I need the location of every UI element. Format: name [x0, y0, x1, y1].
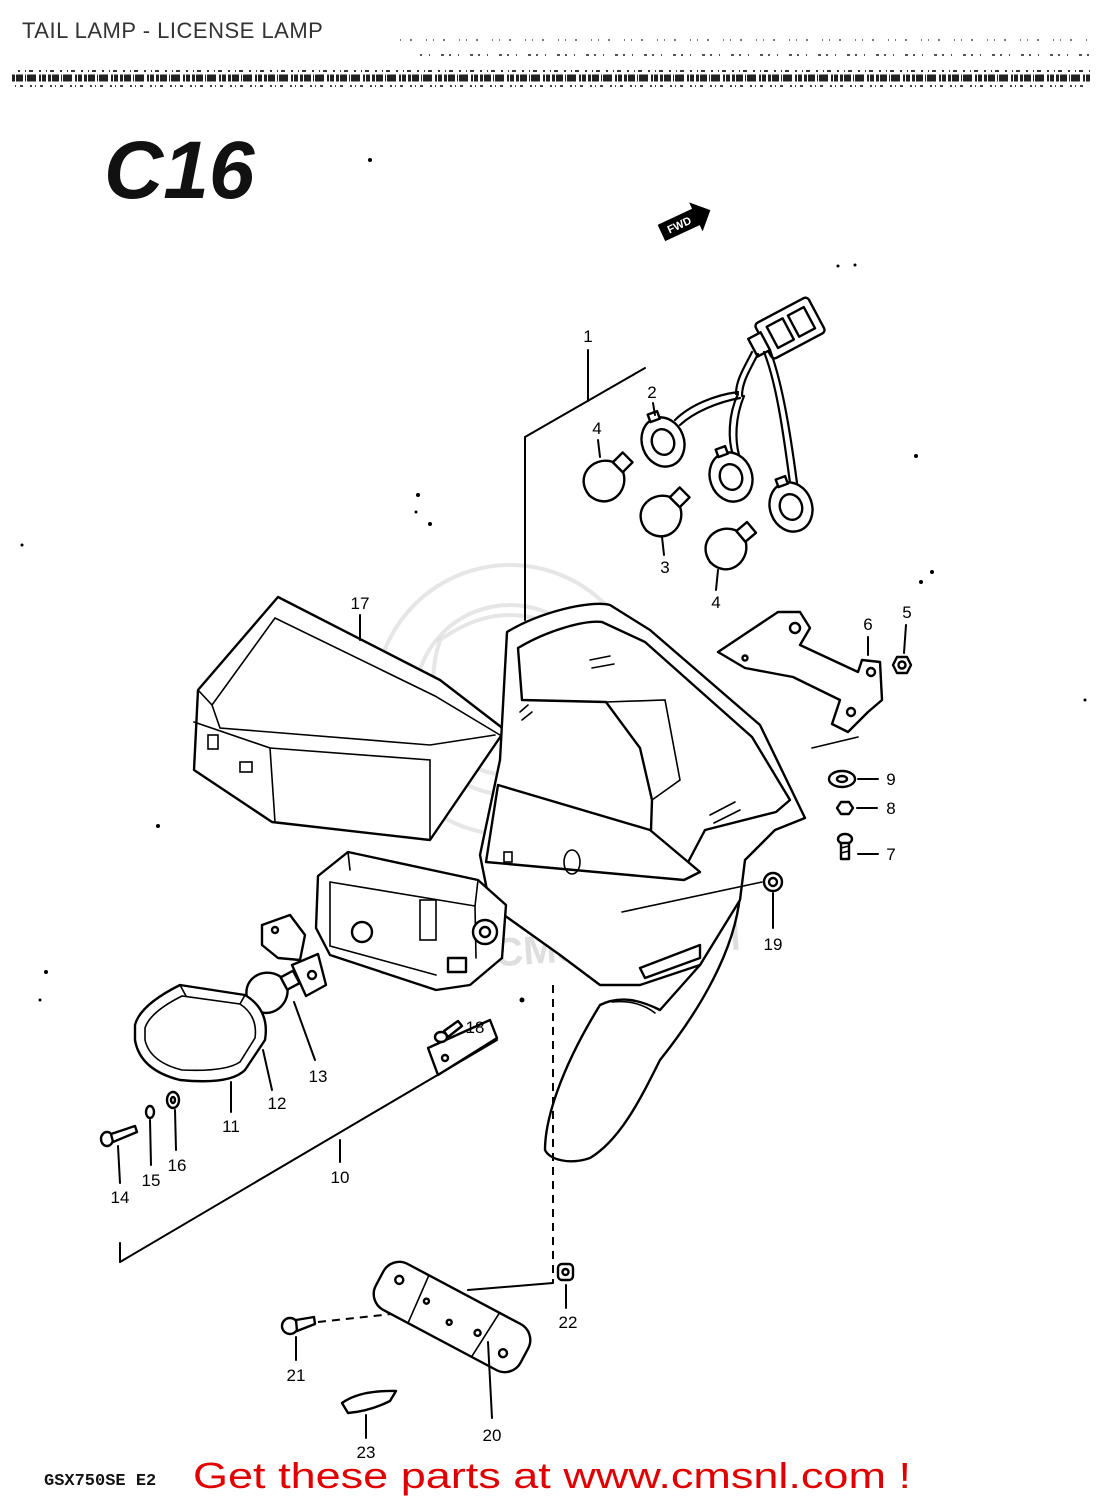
- model-code: GSX750SE E2: [44, 1472, 156, 1491]
- part-11-license-lens: [133, 983, 267, 1083]
- part-10-plate: [119, 1018, 499, 1263]
- bulb-socket-1: [640, 409, 686, 468]
- part-20-plate-bracket: [372, 1260, 532, 1374]
- part-label-12: 12: [268, 1094, 287, 1113]
- part-13-socket: [260, 913, 328, 998]
- part-label-18: 18: [466, 1018, 485, 1037]
- label-leaders: [117, 402, 907, 1439]
- part-label-5: 5: [902, 603, 911, 622]
- bulb-socket-3: [768, 474, 814, 533]
- part-21-bolt: [280, 1315, 317, 1336]
- part-label-6: 6: [863, 615, 872, 634]
- part-label-23: 23: [357, 1443, 376, 1462]
- part-label-19: 19: [764, 935, 783, 954]
- part-22-nut: [556, 1262, 575, 1282]
- part-label-11: 11: [222, 1117, 240, 1136]
- part-3-bulb: [639, 486, 691, 538]
- diagram-code: C16: [104, 125, 256, 216]
- part-18-bolt: [433, 1019, 464, 1044]
- part-label-10: 10: [331, 1168, 350, 1187]
- part-label-8: 8: [886, 799, 895, 818]
- part-label-4-lower: 4: [711, 593, 720, 612]
- part-label-4-upper: 4: [592, 419, 601, 438]
- part-15-spring-washer: [144, 1104, 156, 1120]
- part-label-16: 16: [168, 1156, 187, 1175]
- scan-speckles: [20, 158, 1087, 1003]
- part-17-tail-lens: [192, 595, 507, 842]
- part-6-bracket: [716, 610, 884, 734]
- part-16-washer: [165, 1090, 181, 1110]
- header-noise-band: [12, 39, 1092, 87]
- part-label-13: 13: [309, 1067, 328, 1086]
- part-1-leader: [524, 349, 646, 621]
- license-lamp-housing: [314, 850, 508, 992]
- part-label-14: 14: [111, 1188, 130, 1207]
- page-title: TAIL LAMP - LICENSE LAMP: [22, 18, 323, 43]
- part-label-21: 21: [287, 1366, 306, 1385]
- harness-connector: [747, 296, 826, 360]
- part-label-9: 9: [886, 770, 895, 789]
- part-label-7: 7: [886, 845, 895, 864]
- forward-arrow-icon: FWD: [657, 202, 711, 242]
- part-8-nut: [835, 800, 855, 816]
- part-5-nut: [891, 655, 913, 675]
- bulb-socket-2: [708, 444, 754, 503]
- part-label-1: 1: [583, 327, 592, 346]
- cta-link[interactable]: Get these parts at www.cmsnl.com !: [193, 1455, 911, 1496]
- part-4-bulb-upper: [582, 451, 634, 503]
- part-14-bolt: [99, 1124, 139, 1148]
- part-19-grommet: [762, 871, 784, 893]
- part-label-15: 15: [142, 1171, 161, 1190]
- part-23-clip: [340, 1389, 398, 1415]
- part-4-bulb-lower: [704, 520, 758, 571]
- part-label-3: 3: [660, 558, 669, 577]
- part-label-20: 20: [483, 1426, 502, 1445]
- part-label-2: 2: [647, 383, 656, 402]
- part-9-washer: [827, 769, 857, 789]
- part-7-bolt: [836, 832, 854, 861]
- part-1-wiring-harness: [640, 296, 826, 533]
- part-label-22: 22: [559, 1313, 578, 1332]
- part-label-17: 17: [351, 594, 370, 613]
